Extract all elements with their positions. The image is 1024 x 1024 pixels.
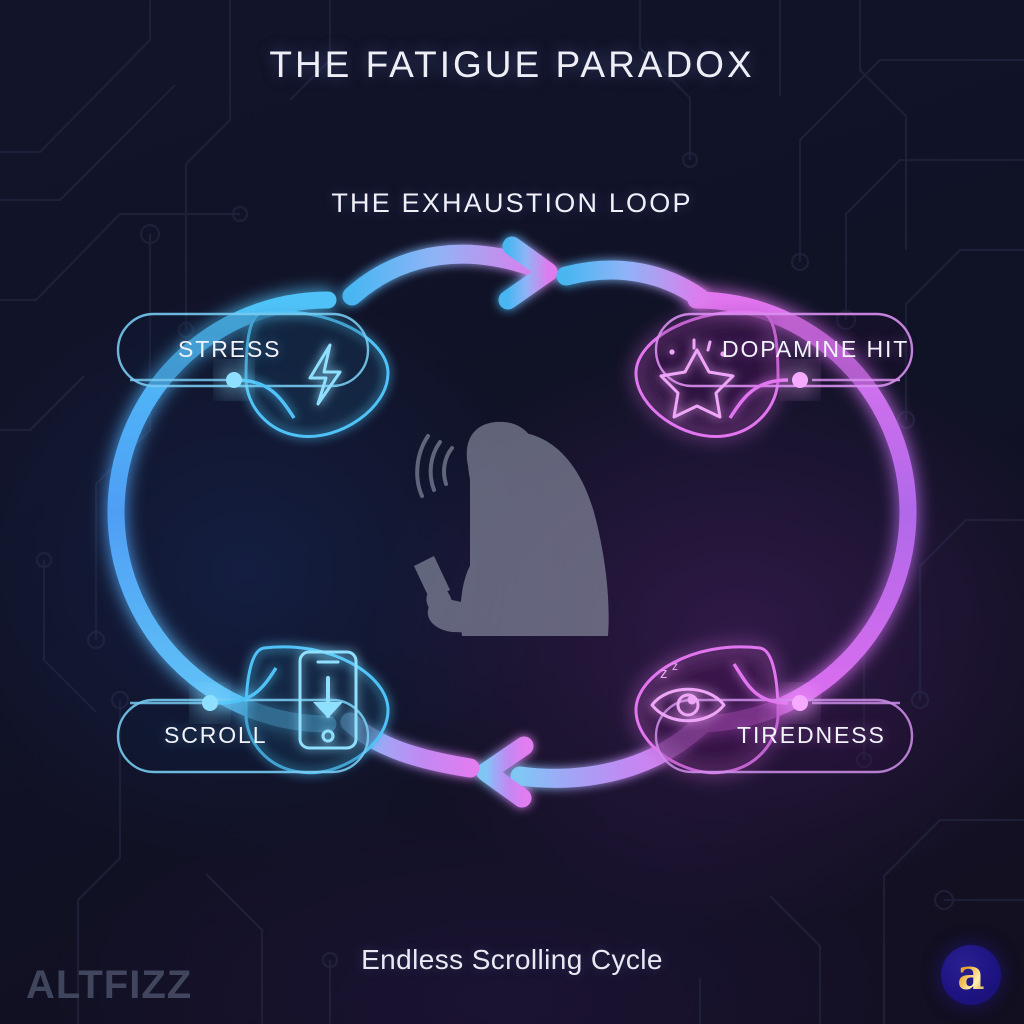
connector-dot-dopamine [792, 372, 808, 388]
diagram-caption: Endless Scrolling Cycle [361, 944, 663, 975]
node-label-stress: STRESS [178, 336, 282, 362]
sleepy-eye-icon: z z [650, 659, 726, 723]
connector-dot-tiredness [792, 695, 808, 711]
node-label-dopamine: DOPAMINE HIT [722, 336, 910, 362]
node-tiredness[interactable]: z z [634, 645, 914, 775]
brand-logo: a [941, 945, 1001, 1005]
node-stress[interactable] [116, 310, 390, 438]
lightning-bolt-icon [308, 343, 342, 406]
node-label-scroll: SCROLL [164, 722, 268, 748]
svg-text:z: z [660, 665, 668, 682]
diagram-subtitle: THE EXHAUSTION LOOP [331, 188, 693, 218]
node-dopamine[interactable] [634, 310, 914, 438]
connector-dot-stress [226, 372, 242, 388]
connector-dot-scroll [202, 695, 218, 711]
sparkle-star-icon [659, 338, 735, 419]
phone-download-icon [298, 650, 358, 750]
brand-watermark: ALTFIZZ [26, 963, 193, 1007]
page-title: THE FATIGUE PARADOX [269, 44, 755, 85]
person-hunched-over-phone-silhouette [414, 421, 609, 636]
node-scroll[interactable] [116, 645, 390, 775]
loop-arrow-top [342, 236, 710, 310]
node-label-tiredness: TIREDNESS [737, 722, 886, 748]
logo-letter: a [941, 945, 1001, 1009]
svg-text:z: z [672, 659, 678, 673]
